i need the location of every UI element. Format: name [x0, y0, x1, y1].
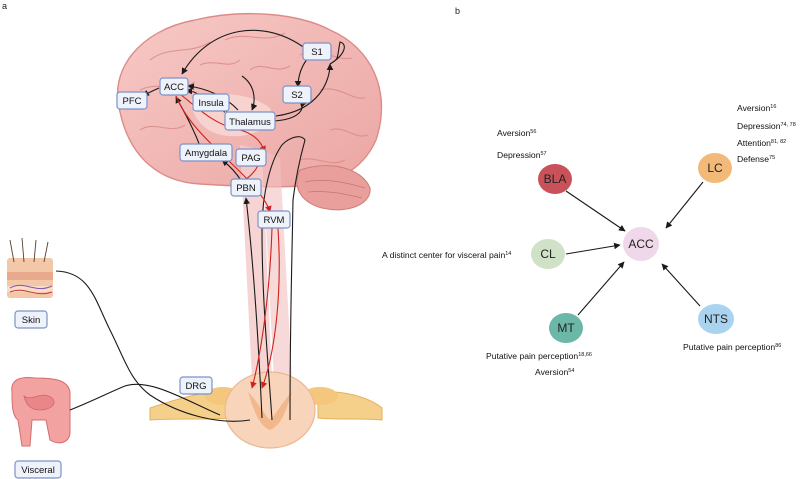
annotation-mt-1: Aversion54: [535, 367, 574, 377]
annotation-lc-0: Aversion16: [737, 103, 776, 113]
node-bla: BLA: [538, 164, 572, 194]
region-label-acc-text: ACC: [164, 82, 184, 93]
region-label-s1: S1: [302, 42, 332, 61]
region-label-rvm-text: RVM: [264, 215, 285, 226]
annotations-mt: Putative pain perception18,66 Aversion54: [486, 351, 592, 377]
region-label-amygdala: Amygdala: [179, 143, 233, 162]
node-mt: MT: [549, 313, 583, 343]
skin-illustration: [7, 237, 53, 298]
brain-illustration: [116, 13, 383, 380]
region-label-visceral-text: Visceral: [21, 465, 55, 476]
node-acc: ACC: [623, 227, 659, 261]
arrow-lc-acc: [665, 181, 704, 229]
region-label-skin-text: Skin: [22, 315, 40, 326]
node-bla-label: BLA: [544, 172, 567, 186]
node-acc-label: ACC: [628, 237, 654, 251]
annotations-lc: Aversion16 Depression74, 78 Attention81,…: [737, 103, 796, 164]
region-label-pfc-text: PFC: [123, 96, 142, 107]
region-label-s2: S2: [282, 85, 312, 104]
node-cl-label: CL: [540, 247, 556, 261]
annotations-bla: Aversion56 Depression57: [497, 128, 547, 160]
annotation-lc-3: Defense75: [737, 154, 775, 164]
region-label-insula-text: Insula: [198, 98, 224, 109]
annotation-nts-0: Putative pain perception86: [683, 342, 781, 352]
annotation-lc-2: Attention81, 82: [737, 138, 786, 148]
annotation-bla-0: Aversion56: [497, 128, 536, 138]
node-cl: CL: [531, 239, 565, 269]
region-label-pag-text: PAG: [241, 153, 260, 164]
region-label-pfc: PFC: [116, 91, 148, 110]
node-lc: LC: [698, 153, 732, 183]
annotations-cl: A distinct center for visceral pain14: [382, 250, 511, 260]
node-lc-label: LC: [707, 161, 723, 175]
region-label-visceral: Visceral: [14, 460, 62, 479]
region-label-drg: DRG: [179, 376, 213, 395]
arrow-mt-acc: [577, 261, 625, 316]
region-label-skin: Skin: [14, 310, 48, 329]
arrow-nts-acc: [661, 263, 701, 307]
region-label-pbn-text: PBN: [236, 183, 256, 194]
annotation-lc-1: Depression74, 78: [737, 121, 796, 131]
region-label-acc: ACC: [159, 77, 189, 96]
pathways: [55, 29, 345, 422]
region-label-s2-text: S2: [291, 90, 303, 101]
region-label-drg-text: DRG: [185, 381, 206, 392]
arrow-cl-acc: [565, 242, 621, 255]
region-label-thalamus: Thalamus: [224, 111, 276, 131]
annotation-mt-0: Putative pain perception18,66: [486, 351, 592, 361]
region-label-s1-text: S1: [311, 47, 323, 58]
region-label-pbn: PBN: [230, 178, 262, 197]
panel-b-letter: b: [455, 6, 460, 16]
region-label-thalamus-text: Thalamus: [229, 117, 271, 128]
annotation-bla-1: Depression57: [497, 150, 547, 160]
intestine-illustration: [11, 377, 71, 447]
node-mt-label: MT: [557, 321, 575, 335]
annotation-cl-0: A distinct center for visceral pain14: [382, 250, 511, 260]
arrow-bla-acc: [565, 190, 626, 232]
region-label-amygdala-text: Amygdala: [185, 148, 228, 159]
annotations-nts: Putative pain perception86: [683, 342, 781, 352]
node-nts: NTS: [698, 304, 734, 334]
panel-b-arrows: [565, 181, 704, 316]
region-label-insula: Insula: [192, 93, 230, 112]
region-label-pag: PAG: [235, 148, 267, 167]
region-label-rvm: RVM: [257, 210, 291, 229]
panel-a-letter: a: [2, 1, 7, 11]
spinal-cord-illustration: [149, 371, 383, 449]
node-nts-label: NTS: [704, 312, 728, 326]
